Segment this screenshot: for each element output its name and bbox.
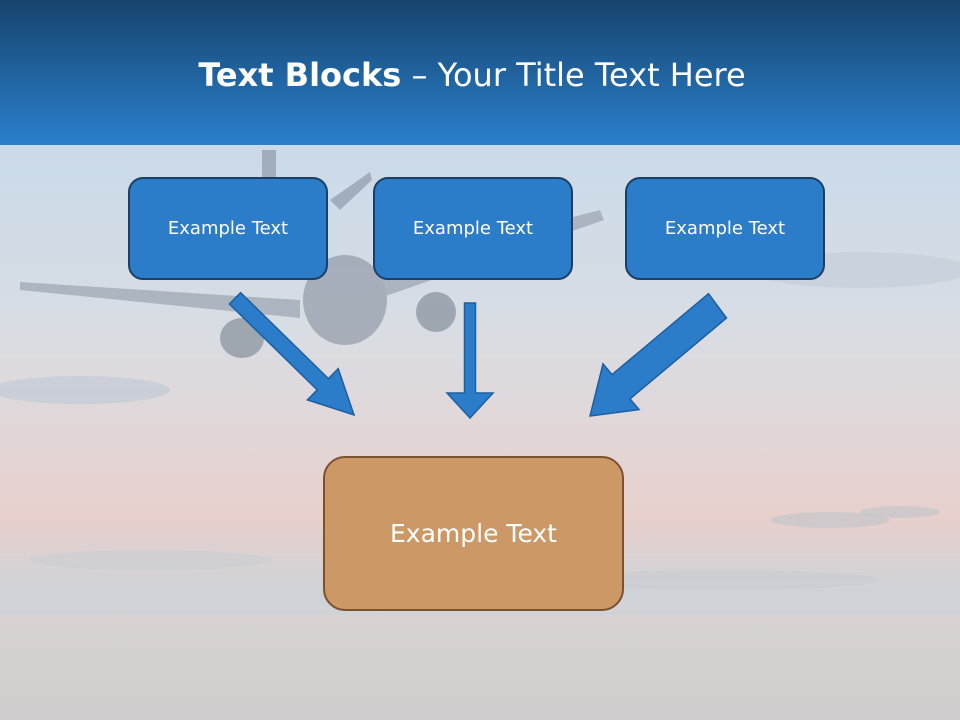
text-box-top-left-label: Example Text — [168, 218, 288, 239]
arrow-center — [447, 303, 493, 418]
arrow-left — [229, 293, 354, 415]
text-box-bottom: Example Text — [323, 456, 624, 611]
text-box-top-right: Example Text — [625, 177, 825, 280]
text-box-bottom-label: Example Text — [390, 519, 557, 548]
text-box-top-center: Example Text — [373, 177, 573, 280]
text-box-top-right-label: Example Text — [665, 218, 785, 239]
arrow-right — [590, 294, 727, 416]
text-box-top-left: Example Text — [128, 177, 328, 280]
text-box-top-center-label: Example Text — [413, 218, 533, 239]
